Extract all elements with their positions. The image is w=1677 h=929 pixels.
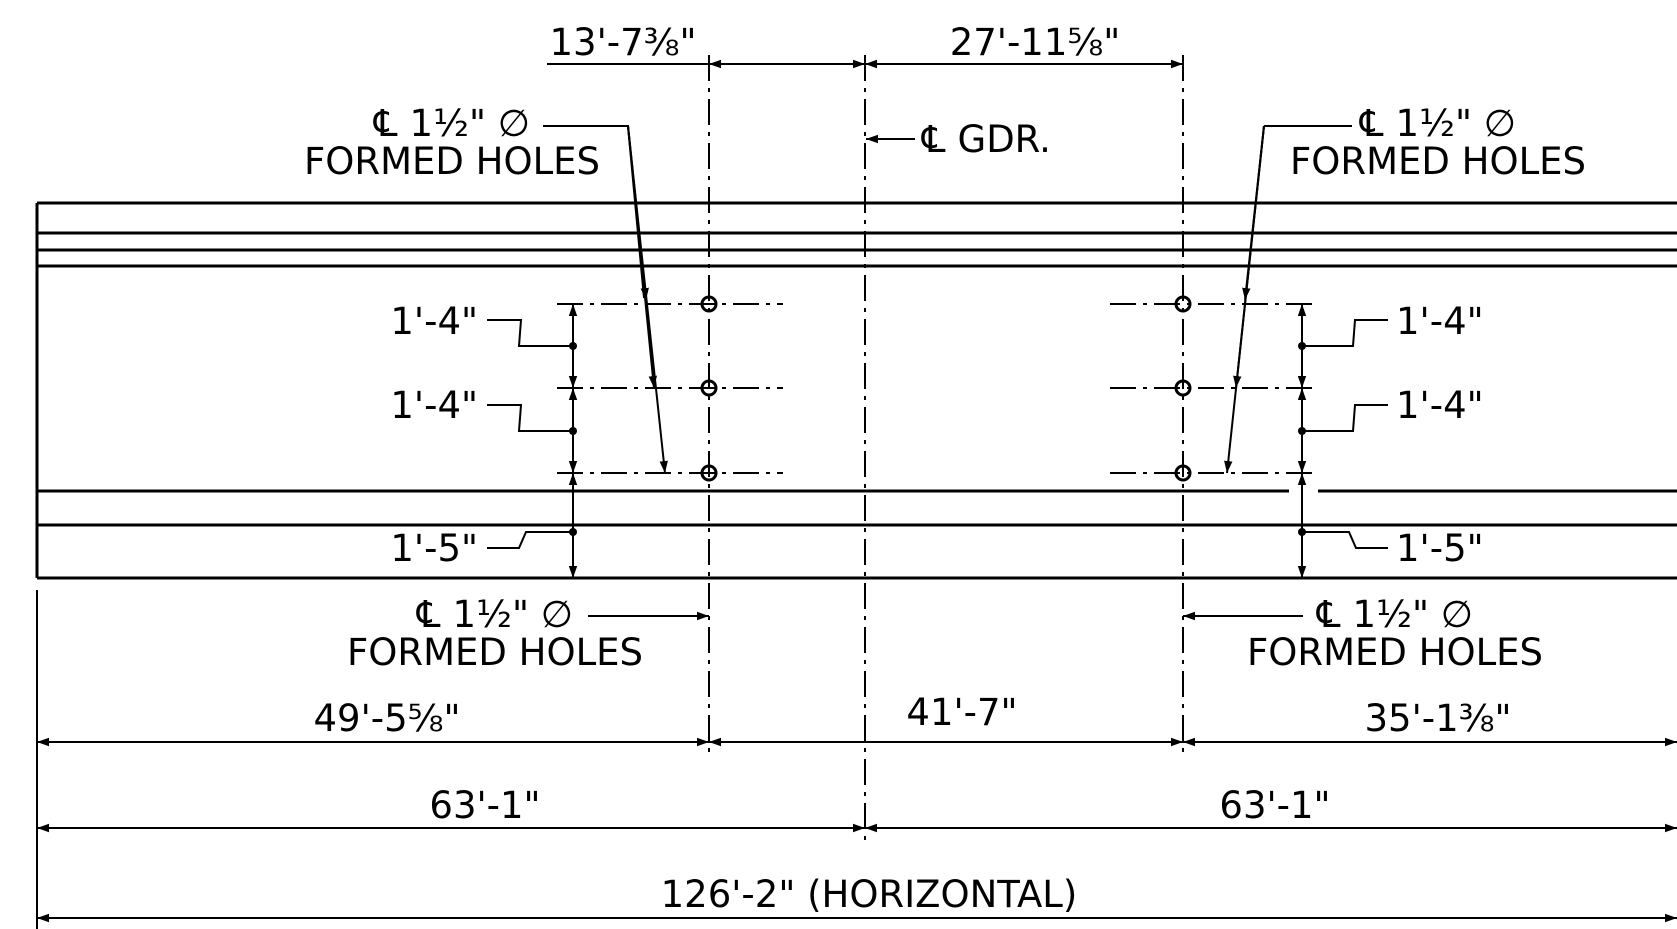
callout-line-2: FORMED HOLES [347, 631, 643, 674]
formed-hole [700, 379, 718, 397]
formed-hole [1174, 464, 1192, 482]
callout-line-2: FORMED HOLES [1290, 140, 1586, 183]
formed-hole [700, 464, 718, 482]
dimension-middle-segment: 41'-7" [906, 691, 1017, 734]
spacing-label: 1'-4" [390, 300, 478, 343]
dimension-right-segment: 35'-1⅜" [1364, 697, 1511, 740]
leader-line [487, 319, 573, 347]
top-dimensions: 13'-7⅜" 27'-11⅝" [547, 21, 1183, 69]
callout-line-2: FORMED HOLES [304, 140, 600, 183]
callout-formed-holes-upper-right: ℄ 1½" ∅ FORMED HOLES [1224, 102, 1586, 474]
dimension-overall: 126'-2" (HORIZONTAL) [661, 873, 1078, 916]
callout-line-1: ℄ 1½" ∅ [1359, 102, 1516, 145]
callout-formed-holes-lower-right: ℄ 1½" ∅ FORMED HOLES [1183, 593, 1543, 674]
girder-centerline-callout: ℄ GDR. [866, 118, 1051, 161]
callout-line-2: FORMED HOLES [1247, 631, 1543, 674]
bottom-dimensions: 49'-5⅝" 41'-7" 35'-1⅜" 63'-1" 63'-1" 126… [37, 691, 1677, 923]
formed-hole [1174, 295, 1192, 313]
spacing-label: 1'-5" [390, 527, 478, 570]
callout-formed-holes-upper-left: ℄ 1½" ∅ FORMED HOLES [304, 102, 668, 474]
formed-hole [700, 295, 718, 313]
leader-arrow [1224, 125, 1265, 474]
spacing-label: 1'-5" [1396, 527, 1484, 570]
callout-line-1: ℄ 1½" ∅ [416, 593, 573, 636]
spacing-label: 1'-4" [1396, 384, 1484, 427]
dimension-top-right: 27'-11⅝" [950, 21, 1121, 64]
callout-line-1: ℄ 1½" ∅ [373, 102, 530, 145]
centerlines [557, 55, 1315, 845]
leader-line [487, 531, 573, 549]
spacing-label: 1'-4" [1396, 300, 1484, 343]
formed-holes [700, 295, 1192, 482]
dimension-left-segment: 49'-5⅝" [313, 697, 460, 740]
callout-formed-holes-lower-left: ℄ 1½" ∅ FORMED HOLES [347, 593, 709, 674]
leader-arrow [627, 125, 649, 301]
dimension-top-left: 13'-7⅜" [549, 21, 696, 64]
girder-centerline-label: ℄ GDR. [921, 118, 1051, 161]
dimension-right-half: 63'-1" [1219, 784, 1330, 827]
leader-line [1302, 531, 1388, 549]
hole-spacing-left: 1'-4" 1'-4" 1'-5" [390, 300, 578, 578]
leader-line [487, 404, 573, 432]
spacing-label: 1'-4" [390, 384, 478, 427]
hole-spacing-right: 1'-4" 1'-4" 1'-5" [1297, 300, 1484, 578]
leader-line [1302, 404, 1388, 432]
formed-hole [1174, 379, 1192, 397]
leader-line [1302, 319, 1388, 347]
girder-outline [35, 201, 1677, 929]
dimension-left-half: 63'-1" [429, 784, 540, 827]
callout-line-1: ℄ 1½" ∅ [1316, 593, 1473, 636]
